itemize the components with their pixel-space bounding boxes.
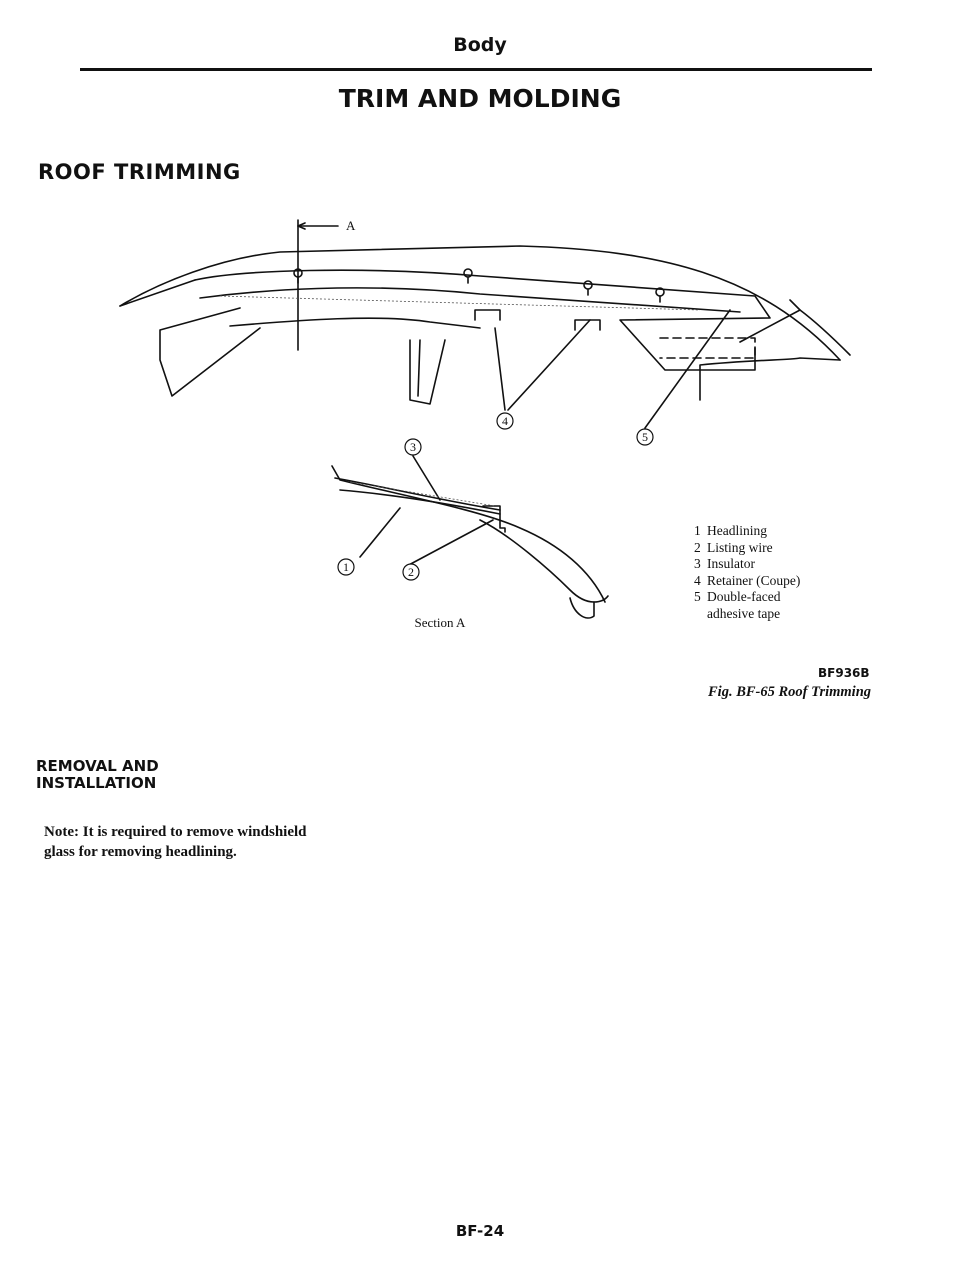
figure-code: BF936B xyxy=(818,666,870,680)
figure-caption: Fig. BF-65 Roof Trimming xyxy=(708,684,872,700)
section-title: ROOF TRIMMING xyxy=(38,160,241,184)
headlining-strip xyxy=(194,269,771,371)
removal-note: Note: It is required to remove windshiel… xyxy=(44,824,307,860)
section-marker: A xyxy=(346,218,356,233)
roof-trimming-figure: 4 5 3 1 2 A Section A xyxy=(119,218,851,630)
page-title: TRIM AND MOLDING xyxy=(338,84,622,113)
left-pillar xyxy=(159,307,261,397)
roof-panel xyxy=(119,245,841,361)
section-a-detail xyxy=(331,455,609,619)
callout-4: 4 xyxy=(502,414,508,428)
tape-dashed xyxy=(659,337,756,359)
center-drop xyxy=(409,339,446,405)
callout-5: 5 xyxy=(642,430,648,444)
retainer-right xyxy=(574,319,601,331)
section-label: Section A xyxy=(415,615,467,630)
callout-1: 1 xyxy=(343,560,349,574)
page-header: Body xyxy=(453,34,507,56)
header-rule xyxy=(80,68,872,71)
retainer-left xyxy=(474,309,501,321)
callout-3: 3 xyxy=(410,440,416,454)
page-number: BF-24 xyxy=(455,1222,505,1240)
callout-2: 2 xyxy=(408,565,414,579)
removal-title: REMOVAL AND INSTALLATION xyxy=(36,757,159,792)
